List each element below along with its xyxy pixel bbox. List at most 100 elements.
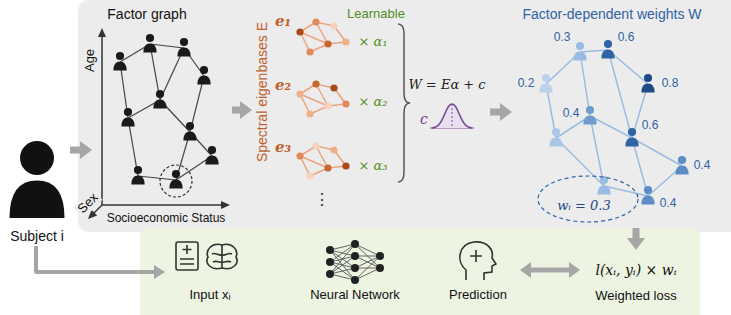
graph-person-head bbox=[208, 146, 216, 154]
weight-value: 0.6 bbox=[640, 119, 661, 133]
graph-person-head bbox=[156, 90, 164, 98]
graph-person-head bbox=[124, 108, 132, 116]
graph-person-head bbox=[134, 166, 142, 174]
network-unit bbox=[351, 240, 359, 248]
weight-value: 0.4 bbox=[658, 197, 679, 211]
graph-person-body bbox=[121, 117, 134, 126]
connector-arrow bbox=[520, 262, 580, 278]
connector-arrow bbox=[70, 141, 92, 159]
basis-name: e₂ bbox=[273, 77, 293, 94]
network-unit bbox=[326, 246, 334, 254]
network-unit bbox=[326, 270, 334, 278]
arrow-head bbox=[627, 238, 645, 250]
network-link bbox=[355, 256, 380, 268]
bottom-panel bbox=[140, 228, 700, 315]
network-link bbox=[330, 256, 355, 274]
ellipsis: ⋮ bbox=[312, 191, 332, 209]
network-link bbox=[355, 256, 380, 268]
weighted-person-head bbox=[542, 74, 550, 82]
network-unit bbox=[351, 264, 359, 272]
subject-node: Subject i bbox=[2, 138, 70, 246]
weighted-person-head bbox=[586, 106, 594, 114]
connector-line bbox=[530, 268, 570, 273]
connector-arrow bbox=[36, 246, 165, 279]
input-node: Input xᵢ bbox=[165, 240, 257, 306]
connector-line bbox=[633, 228, 640, 239]
weighted-graph bbox=[538, 40, 689, 222]
eigen-vertex bbox=[312, 80, 319, 87]
weighted-person-head bbox=[552, 128, 560, 136]
eigen-vertex bbox=[342, 100, 349, 107]
graph-person-body bbox=[113, 61, 126, 70]
network-link bbox=[355, 244, 380, 256]
network-icon bbox=[326, 240, 384, 284]
eigenbasis-graph bbox=[296, 80, 349, 117]
weighted-person-head bbox=[644, 74, 652, 82]
graph-person-head bbox=[180, 38, 188, 46]
ses-axis bbox=[102, 204, 222, 206]
graph-person-body bbox=[131, 175, 144, 184]
eigenbasis-graph bbox=[296, 18, 349, 55]
graph-person-body bbox=[169, 179, 182, 188]
axes bbox=[88, 28, 230, 219]
basis-name: e₁ bbox=[273, 13, 293, 30]
weighted-person-body bbox=[583, 115, 596, 124]
step-label: Weighted loss bbox=[595, 289, 676, 304]
weighted-person-head bbox=[644, 186, 652, 194]
axis-label: Age bbox=[84, 46, 99, 73]
eigen-vertex bbox=[296, 28, 303, 35]
panel-title: Factor-dependent weights W bbox=[523, 6, 702, 22]
weighted-person-body bbox=[601, 49, 614, 58]
weighted-edge bbox=[632, 138, 682, 166]
step-label: Prediction bbox=[449, 288, 507, 303]
graph-person-body bbox=[143, 43, 156, 52]
age-axis bbox=[101, 36, 103, 205]
brain-icon bbox=[207, 244, 237, 268]
weighted-person-body bbox=[539, 83, 552, 92]
weighted-person-body bbox=[549, 137, 562, 146]
ses-axis-head bbox=[221, 201, 230, 209]
eigen-vertex bbox=[312, 18, 319, 25]
graph-person-head bbox=[146, 34, 154, 42]
weight-value: 0.3 bbox=[552, 31, 573, 45]
brain-folds bbox=[212, 245, 232, 268]
bottom-icons bbox=[176, 242, 496, 280]
weight-value: 0.2 bbox=[516, 77, 537, 91]
connector-line bbox=[36, 246, 155, 272]
weighted-person-body bbox=[641, 83, 654, 92]
connector-line bbox=[490, 109, 501, 116]
weighted-person-body bbox=[573, 51, 586, 60]
graph-person-body bbox=[177, 47, 190, 56]
graph-person-body bbox=[197, 75, 210, 84]
weighted-person-body bbox=[675, 165, 688, 174]
connector-arrow bbox=[232, 101, 252, 119]
network-node: Neural Network bbox=[300, 240, 410, 306]
bias-symbol: c bbox=[418, 111, 430, 127]
arrow-head bbox=[500, 103, 512, 121]
prediction-node: Prediction bbox=[440, 240, 520, 306]
network-link bbox=[330, 244, 355, 274]
learnable-note: Learnable bbox=[345, 7, 407, 22]
graph-person-head bbox=[200, 66, 208, 74]
highlight-ellipse bbox=[538, 176, 638, 222]
document-icon bbox=[176, 242, 198, 270]
axis-label: Sex bbox=[73, 188, 102, 217]
top-panel bbox=[78, 0, 731, 232]
eigen-edge bbox=[300, 32, 328, 44]
network-unit bbox=[376, 264, 384, 272]
subject-weight: wᵢ = 0.3 bbox=[555, 199, 613, 214]
network-unit bbox=[351, 276, 359, 284]
network-link bbox=[355, 268, 380, 280]
coefficient: × α₂ bbox=[356, 95, 389, 110]
weight-value: 0.4 bbox=[692, 159, 713, 173]
axis-label: Socioeconomic Status bbox=[105, 212, 228, 226]
gaussian-mean bbox=[452, 104, 453, 128]
weight-value: 0.4 bbox=[561, 107, 582, 121]
weighted-edge bbox=[608, 50, 632, 138]
gaussian-curve bbox=[432, 104, 472, 128]
eigen-vertex bbox=[330, 146, 337, 153]
graph-person-body bbox=[153, 99, 166, 108]
eigen-vertex bbox=[324, 102, 331, 109]
weighted-edge bbox=[604, 186, 648, 196]
weight-formula: W = Eα + c bbox=[406, 78, 487, 93]
